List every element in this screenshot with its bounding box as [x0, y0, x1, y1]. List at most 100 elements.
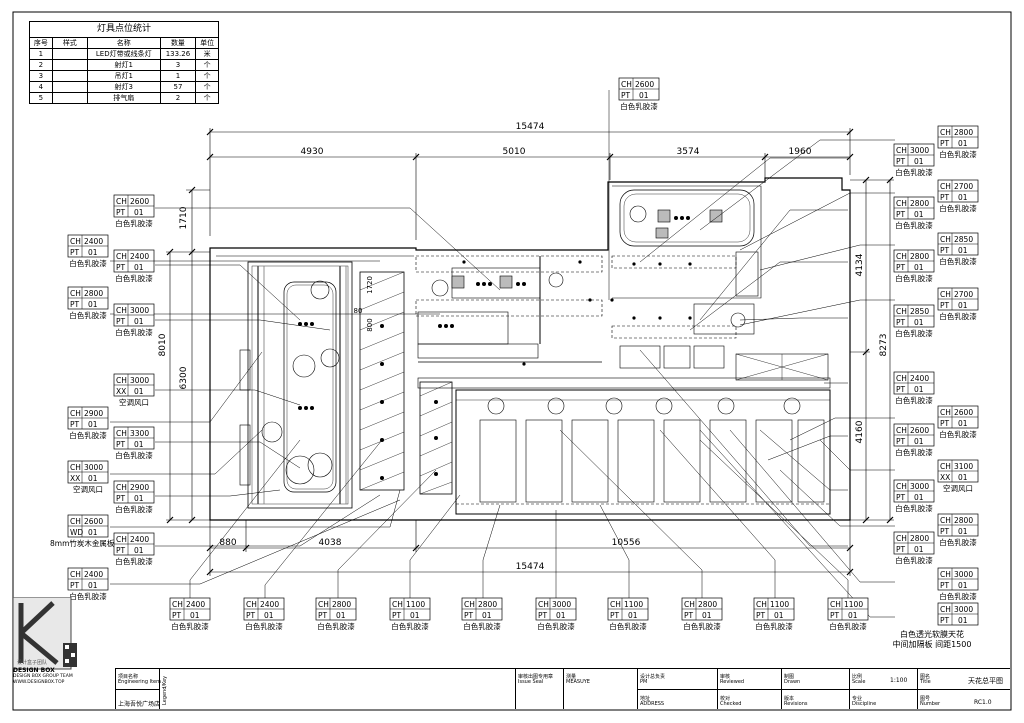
tag-material-code: PT	[896, 493, 906, 502]
tag-note: 白色乳胶漆	[939, 429, 977, 439]
ceiling-height: 3000	[84, 463, 103, 472]
tag-material-code: PT	[392, 611, 402, 620]
ceiling-height: 3000	[954, 570, 973, 579]
tag-material-index: 01	[958, 616, 968, 625]
tag-note: 白色乳胶漆	[939, 537, 977, 547]
tag-material-index: 01	[848, 611, 858, 620]
ceiling-height: 2800	[954, 128, 973, 137]
tag-note: 白色乳胶漆	[895, 273, 933, 283]
tag-material-index: 01	[958, 193, 968, 202]
tag-note: 白色乳胶漆	[115, 450, 153, 460]
tag-note: 白色乳胶漆	[895, 555, 933, 565]
tag-material-code: PT	[896, 437, 906, 446]
floor-plan	[209, 177, 851, 521]
tag-note: 白色乳胶漆	[895, 447, 933, 457]
tag-material-index: 01	[958, 527, 968, 536]
tag-material-index: 01	[914, 385, 924, 394]
film-ceiling-subnote: 中间加隔板 间距1500	[893, 639, 972, 649]
tag-material-index: 01	[336, 611, 346, 620]
tag-code: CH	[896, 534, 907, 543]
tag-code: CH	[172, 600, 183, 609]
tag-note: 白色乳胶漆	[829, 621, 867, 631]
ceiling-height: 2400	[910, 374, 929, 383]
tag-note: 空调风口	[943, 483, 973, 493]
svg-text:4134: 4134	[855, 253, 865, 276]
tag-code: CH	[940, 128, 951, 137]
tag-note: 空调风口	[73, 484, 103, 494]
tag-material-index: 01	[88, 474, 98, 483]
svg-text:4038: 4038	[319, 538, 342, 548]
dimension-ticks	[166, 128, 894, 576]
tag-code: CH	[116, 535, 127, 544]
logo-team: DESIGN BOX GROUP TEAM	[13, 674, 73, 679]
tag-material-index: 01	[88, 248, 98, 257]
tag-code: CH	[464, 600, 475, 609]
tag-code: CH	[896, 426, 907, 435]
tag-note: 白色乳胶漆	[115, 218, 153, 228]
tag-material-index: 01	[482, 611, 492, 620]
bamboo-board-note: 8mm竹炭木金属板	[50, 538, 115, 548]
tag-material-code: PT	[116, 546, 126, 555]
ceiling-height: 2600	[84, 517, 103, 526]
dim-top-overall: 15474	[516, 122, 545, 132]
tag-code: CH	[70, 237, 81, 246]
design-box-logo: DESIGN BOX DESIGN BOX GROUP TEAM WWW.DES…	[12, 596, 77, 685]
leader-lines	[110, 90, 895, 618]
tag-material-code: PT	[70, 248, 80, 257]
tag-code: CH	[610, 600, 621, 609]
svg-text:4160: 4160	[855, 420, 865, 443]
tag-material-code: PT	[896, 157, 906, 166]
tag-material-index: 01	[958, 581, 968, 590]
ceiling-height: 2850	[954, 235, 973, 244]
tag-material-index: 01	[556, 611, 566, 620]
tag-note: 白色乳胶漆	[391, 621, 429, 631]
tag-note: 空调风口	[119, 397, 149, 407]
tag-code: CH	[116, 483, 127, 492]
svg-text:1960: 1960	[789, 147, 812, 157]
ceiling-height: 2600	[130, 197, 149, 206]
tb-legend: Legend/Key	[159, 669, 174, 709]
svg-text:80: 80	[354, 307, 363, 315]
tag-code: CH	[896, 482, 907, 491]
ceiling-height: 3000	[130, 376, 149, 385]
tag-code: CH	[940, 408, 951, 417]
tag-note: 白色乳胶漆	[69, 258, 107, 268]
tag-material-index: 01	[914, 318, 924, 327]
tag-note: 白色乳胶漆	[895, 503, 933, 513]
tag-code: CH	[70, 409, 81, 418]
tag-material-index: 01	[914, 157, 924, 166]
tag-note: 白色乳胶漆	[115, 327, 153, 337]
tag-material-index: 01	[914, 493, 924, 502]
svg-text:1720: 1720	[366, 276, 374, 294]
tag-material-index: 01	[958, 246, 968, 255]
ceiling-height: 2800	[698, 600, 717, 609]
tag-code: CH	[896, 307, 907, 316]
header-unit: 单位	[195, 37, 219, 49]
tag-code: CH	[116, 197, 127, 206]
tag-material-index: 01	[134, 387, 144, 396]
tag-note: 白色乳胶漆	[463, 621, 501, 631]
tag-material-index: 01	[639, 91, 649, 100]
tag-code: CH	[70, 517, 81, 526]
title-block: 项目名称 Engineering Item 上海吾悦广场店 Legend/Key…	[115, 668, 1010, 709]
ceiling-height: 3000	[910, 482, 929, 491]
hatch-pattern	[359, 271, 453, 495]
tag-material-index: 01	[702, 611, 712, 620]
ceiling-height: 2700	[954, 182, 973, 191]
